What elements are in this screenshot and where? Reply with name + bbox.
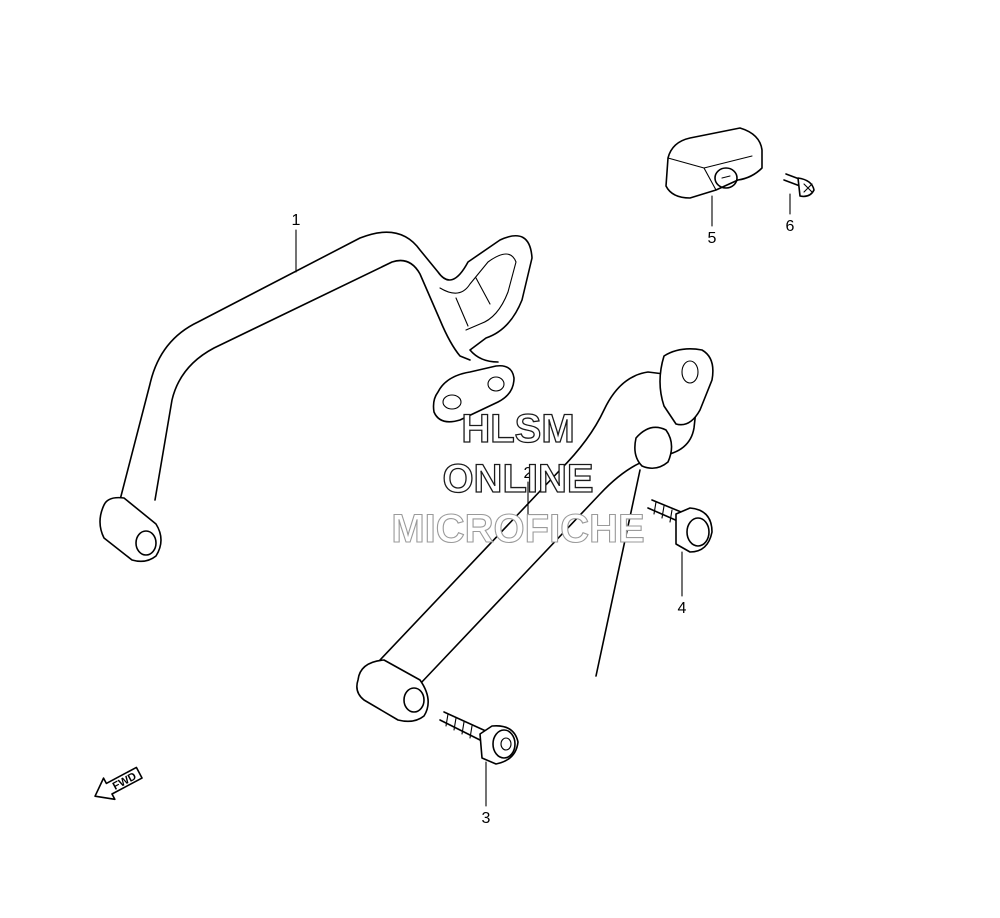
leader-lines (295, 193, 791, 807)
forward-arrow-icon: FWD (94, 766, 143, 801)
callout-6: 6 (786, 218, 795, 235)
part-2-pedal-arm (356, 348, 714, 723)
callout-5: 5 (708, 230, 717, 247)
part-5-clip (665, 127, 763, 199)
watermark-line-2: ONLINE (442, 457, 593, 501)
watermark-line-1: HLSM (461, 407, 574, 451)
part-3-bolt (439, 711, 519, 765)
watermark-line-3: MICROFICHE (391, 507, 644, 551)
part-4-bolt (647, 499, 713, 553)
part-6-screw (783, 173, 815, 198)
callout-3: 3 (482, 810, 491, 827)
callout-2: 2 (524, 465, 533, 482)
callout-1: 1 (292, 212, 301, 229)
callout-4: 4 (678, 600, 687, 617)
fwd-label: FWD (111, 770, 139, 792)
part-1-bracket (99, 231, 533, 563)
watermark: HLSM ONLINE MICROFICHE (391, 406, 645, 551)
